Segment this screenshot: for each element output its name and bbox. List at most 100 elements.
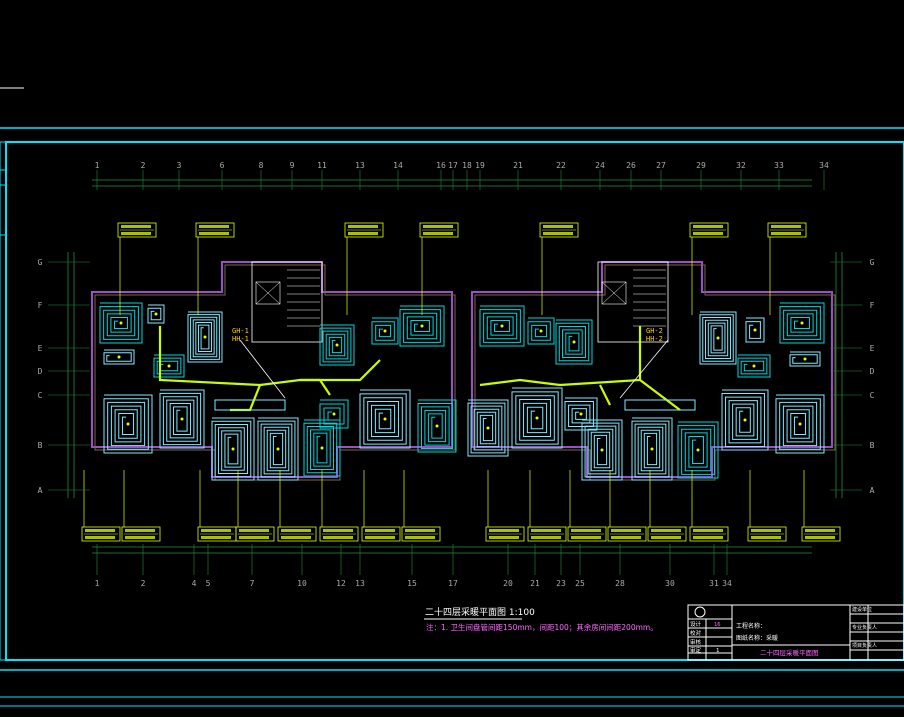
manifold-left [214, 399, 286, 411]
axis-bubble-top: 3 [177, 161, 182, 170]
coil-center-marker [320, 446, 324, 450]
coil-callout-text-bar [423, 232, 453, 235]
coil-callout-text-bar [121, 225, 151, 228]
coil-callout-box [195, 222, 235, 238]
manifold-right [624, 399, 696, 411]
coil-callout-box [527, 526, 567, 542]
floor-heating-coil [467, 399, 509, 457]
floor-heating-coil [721, 389, 769, 451]
discipline-lead-label: 专业负责人 [852, 624, 877, 631]
coil-center-marker [167, 364, 171, 368]
riser-label-hh1: HH-1 [232, 335, 249, 343]
coil-callout-text-bar [365, 536, 395, 539]
coil-callout-box [277, 526, 317, 542]
row-bubble-right: D [870, 367, 875, 376]
coil-center-marker [383, 417, 387, 421]
axis-bubble-bottom: 7 [250, 579, 255, 588]
coil-callout-text-bar [805, 529, 835, 532]
coil-callout-text-bar [199, 232, 229, 235]
coil-callout-text-bar [423, 225, 453, 228]
axis-bubble-bottom: 10 [297, 579, 307, 588]
floor-heating-coil [99, 302, 143, 344]
axis-bubble-top: 33 [774, 161, 784, 170]
coil-callout-text-bar [365, 529, 395, 532]
floor-heating-coil [745, 317, 765, 343]
building-wall-outline [471, 261, 833, 478]
coil-center-marker [231, 447, 235, 451]
coil-callout-box [235, 526, 275, 542]
project-lead-label: 项目负责人 [852, 642, 877, 649]
coil-callout-text-bar [771, 232, 801, 235]
coil-callout-text-bar [543, 225, 573, 228]
coil-center-marker [800, 321, 804, 325]
coil-callout-box [319, 526, 359, 542]
axis-bubble-top: 34 [819, 161, 829, 170]
coil-callout-text-bar [543, 232, 573, 235]
title-block-page: 1 [716, 648, 719, 654]
axis-bubble-bottom: 28 [615, 579, 625, 588]
coil-callout-text-bar [323, 536, 353, 539]
floor-heating-coil [103, 349, 135, 365]
coil-callout-text-bar [121, 232, 151, 235]
supply-pipe [300, 378, 331, 396]
drawing-title: 二十四层采暖平面图 1:100 [425, 606, 535, 618]
coil-center-marker [332, 412, 336, 416]
title-block-row-2: 校对 [690, 629, 702, 637]
coil-callout-text-bar [405, 536, 435, 539]
coil-callout-text-bar [281, 529, 311, 532]
coil-callout-text-bar [751, 529, 781, 532]
coil-center-marker [126, 422, 130, 426]
heating-coils [99, 302, 825, 481]
floor-heating-coil [187, 311, 223, 363]
row-bubble-left: F [38, 301, 43, 310]
coil-center-marker [117, 355, 121, 359]
coil-callout-text-bar [281, 536, 311, 539]
coil-callout-text-bar [751, 536, 781, 539]
coil-callout-text-bar [531, 529, 561, 532]
axis-bubble-top: 13 [355, 161, 365, 170]
coil-callout-box [567, 526, 607, 542]
title-block: 设计 校对 审核 审定 16 1 工程名称： 图纸名称：采暖 二十四层采暖平面图… [687, 604, 904, 661]
coil-callout-text-bar [348, 225, 378, 228]
floor-heating-coil [555, 319, 593, 365]
coil-callout-text-bar [489, 536, 519, 539]
coil-center-marker [180, 417, 184, 421]
floor-heating-coil [147, 304, 165, 324]
axis-bubble-top: 9 [290, 161, 295, 170]
riser-label-hh2: HH-2 [646, 335, 663, 343]
axis-bubble-top: 18 [462, 161, 472, 170]
coil-center-marker [539, 329, 543, 333]
axis-bubble-top: 21 [513, 161, 523, 170]
title-block-count: 16 [714, 622, 721, 628]
coil-callout-box [767, 222, 807, 238]
coil-callout-text-bar [201, 529, 231, 532]
axis-bubble-top: 29 [696, 161, 706, 170]
coil-callout-box [419, 222, 459, 238]
coil-callout-box [117, 222, 157, 238]
coil-callout-text-bar [693, 536, 723, 539]
row-bubble-right: G [870, 258, 875, 267]
floor-heating-coil [371, 317, 399, 345]
axis-bubble-bottom: 12 [336, 579, 346, 588]
axis-bubble-top: 17 [448, 161, 458, 170]
coil-callout-text-bar [239, 529, 269, 532]
axis-bubble-top: 11 [317, 161, 327, 170]
title-block-row-1: 设计 [690, 620, 702, 628]
riser-leader [239, 339, 286, 399]
elevator-cross [255, 281, 281, 305]
row-bubble-left: C [38, 391, 43, 400]
axis-bubble-bottom: 30 [665, 579, 675, 588]
coil-callout-box [607, 526, 647, 542]
coil-center-marker [335, 343, 339, 347]
coil-center-marker [579, 412, 583, 416]
stair-core [597, 261, 669, 343]
coil-callout-text-bar [571, 536, 601, 539]
coil-center-marker [500, 324, 504, 328]
elevator-cross [601, 281, 627, 305]
axis-bubble-top: 8 [259, 161, 264, 170]
axis-bubble-bottom: 20 [503, 579, 513, 588]
floor-heating-coil [103, 394, 153, 454]
row-bubble-right: A [870, 486, 875, 495]
coil-callout-text-bar [201, 536, 231, 539]
